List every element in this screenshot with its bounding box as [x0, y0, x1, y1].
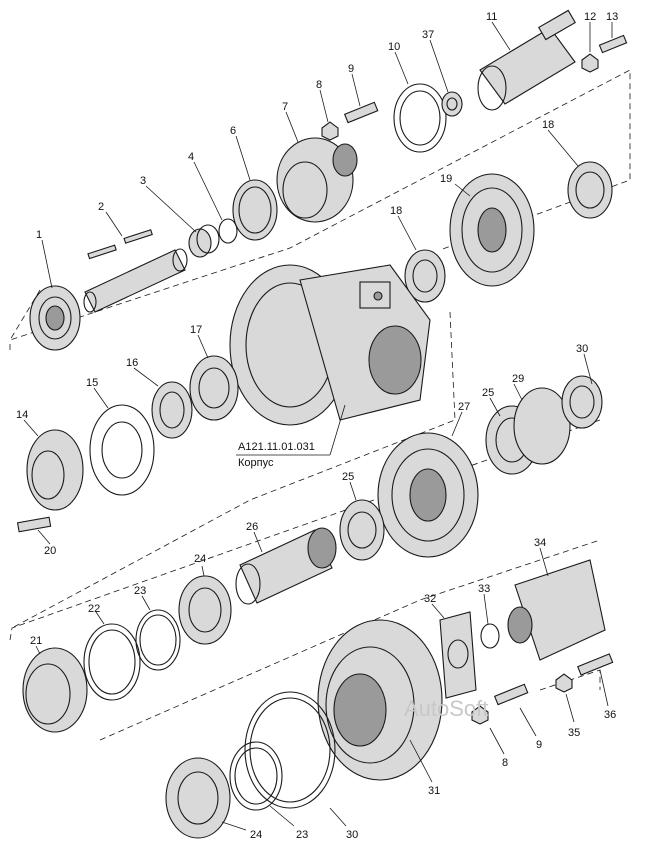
part-26-splined-shaft: [235, 527, 337, 605]
label-31: 31: [428, 785, 440, 797]
part-3-needle-bearing: [145, 185, 220, 258]
label-9: 9: [348, 63, 354, 75]
part-37-o-ring: [429, 39, 463, 117]
label-13: 13: [606, 11, 618, 23]
part-4-ring: [193, 161, 238, 244]
label-2: 2: [98, 201, 104, 213]
assembly-callout: А121.11.01.031 Корпус: [236, 404, 346, 469]
part-15-gasket: [89, 387, 155, 496]
part-32-33-plate-ring: [431, 593, 500, 699]
housing-corpus: [229, 264, 431, 426]
assembly-name: Корпус: [238, 457, 274, 469]
part-1-bearing: [29, 239, 81, 351]
part-2-pins: [87, 211, 153, 260]
label-3: 3: [140, 175, 146, 187]
part-18-bushings: [397, 129, 613, 303]
label-30a: 30: [576, 343, 588, 355]
label-36: 36: [604, 709, 616, 721]
part-11-hydraulic-motor: [477, 9, 576, 111]
label-1: 1: [36, 229, 42, 241]
part-34-pump: [507, 547, 606, 661]
assembly-code: А121.11.01.031: [238, 441, 315, 453]
label-18b: 18: [390, 205, 402, 217]
label-12: 12: [584, 11, 596, 23]
part-22-23-rings: [83, 595, 181, 701]
label-27: 27: [458, 401, 470, 413]
label-37: 37: [422, 29, 434, 41]
part-8-9-nut-bolt: [319, 73, 379, 141]
part-8-9-lower: [471, 683, 537, 755]
label-22: 22: [88, 603, 100, 615]
label-29: 29: [512, 373, 524, 385]
label-23a: 23: [134, 585, 146, 597]
part-25-29-30-cluster: [485, 353, 603, 475]
label-26: 26: [246, 521, 258, 533]
part-12-13-nut-bolt: [581, 22, 628, 73]
label-20: 20: [44, 545, 56, 557]
part-21-cap: [22, 645, 88, 733]
part-16-seal: [133, 367, 193, 439]
label-16: 16: [126, 357, 138, 369]
label-17: 17: [190, 324, 202, 336]
bottom-rings-bearing: [165, 691, 347, 839]
part-31-large-flange: [317, 619, 443, 783]
label-11: 11: [486, 11, 497, 23]
label-25a: 25: [482, 387, 494, 399]
part-24-bearing: [178, 565, 232, 645]
label-8b: 8: [502, 757, 508, 769]
part-10-gasket: [393, 51, 447, 153]
part-7-flange-cover: [276, 111, 358, 223]
part-17-bearing: [189, 334, 239, 421]
label-32: 32: [424, 593, 436, 605]
label-33: 33: [478, 583, 490, 595]
label-8: 8: [316, 79, 322, 91]
label-19: 19: [440, 173, 452, 185]
part-20-bolt: [16, 516, 52, 545]
label-9b: 9: [536, 739, 542, 751]
label-14: 14: [16, 409, 28, 421]
label-15: 15: [86, 377, 98, 389]
label-10: 10: [388, 41, 400, 53]
label-23b: 23: [296, 829, 308, 841]
part-number-labels: 1 2 3 4 6 7 8 9 10 37 11 12 13 18 19 18 …: [16, 11, 618, 841]
label-4: 4: [188, 151, 194, 163]
part-19-gear: [449, 173, 535, 287]
label-25b: 25: [342, 471, 354, 483]
label-18a: 18: [542, 119, 554, 131]
label-30b: 30: [346, 829, 358, 841]
part-35-36-nut-bolt: [555, 653, 614, 723]
part-14-flange: [23, 419, 84, 511]
label-35: 35: [568, 727, 580, 739]
label-24b: 24: [250, 829, 262, 841]
part-27-gear: [377, 411, 479, 558]
watermark: AutoSoft: [404, 696, 488, 721]
label-7: 7: [282, 101, 288, 113]
part-6-seal: [232, 135, 278, 241]
part-25-bushing: [339, 481, 385, 561]
shaft: [83, 248, 188, 313]
label-24a: 24: [194, 553, 206, 565]
label-6: 6: [230, 125, 236, 137]
label-34: 34: [534, 537, 546, 549]
label-21: 21: [30, 635, 42, 647]
